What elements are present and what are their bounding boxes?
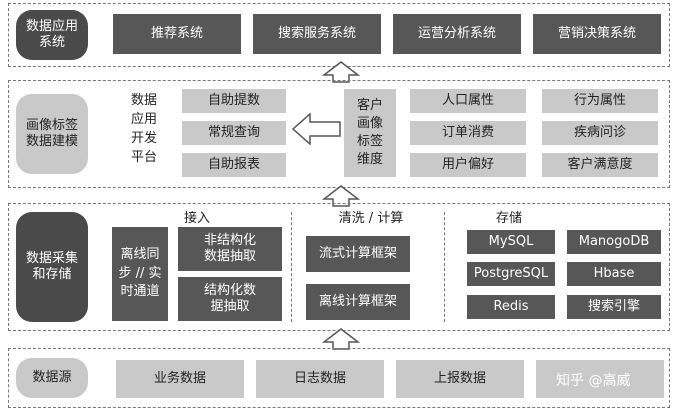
- recommend-system-box: 推荐系统: [113, 14, 241, 54]
- stream-compute-box: 流式计算框架: [306, 236, 410, 272]
- behavior-attribute-box: 行为属性: [542, 89, 658, 113]
- regular-query-box: 常规查询: [182, 121, 286, 145]
- source-layer: [8, 348, 670, 408]
- self-service-report-box: 自助报表: [182, 153, 286, 177]
- redis-box: Redis: [467, 295, 555, 319]
- profile-layer-label: 画像标签 数据建模: [16, 94, 88, 174]
- search-service-box: 搜索服务系统: [253, 14, 381, 54]
- ingest-heading: 接入: [183, 211, 210, 226]
- hbase-box: Hbase: [567, 262, 661, 286]
- user-preference-box: 用户偏好: [410, 153, 526, 177]
- offline-compute-box: 离线计算框架: [306, 284, 410, 320]
- reported-data-box: 上报数据: [396, 360, 524, 398]
- divider-line: [444, 212, 445, 322]
- disease-consultation-box: 疾病问诊: [542, 121, 658, 145]
- storage-heading: 存储: [495, 211, 522, 226]
- application-layer-label: 数据应用 系统: [16, 10, 88, 60]
- unstructured-extract-box: 非结构化 数据抽取: [178, 227, 282, 271]
- manogodb-box: ManogoDB: [567, 230, 661, 254]
- demographic-attribute-box: 人口属性: [410, 89, 526, 113]
- up-arrow-icon: [322, 61, 360, 83]
- source-layer-label: 数据源: [16, 358, 88, 398]
- up-arrow-icon: [322, 185, 360, 207]
- customer-satisfaction-box: 客户满意度: [542, 153, 658, 177]
- structured-extract-box: 结构化数 据抽取: [178, 277, 282, 321]
- left-arrow-icon: [292, 113, 341, 145]
- order-consumption-box: 订单消费: [410, 121, 526, 145]
- operation-analysis-box: 运营分析系统: [393, 14, 521, 54]
- dev-platform-label: 数据 应用 开发 平台: [130, 93, 157, 165]
- offline-realtime-channel-box: 离线同 步 // 实 时通道: [112, 227, 168, 321]
- customer-tag-dimension-box: 客户 画像 标签 维度: [344, 89, 396, 177]
- collection-layer-label: 数据采集 和存储: [16, 212, 88, 322]
- watermark: 知乎 @高威: [556, 373, 631, 389]
- marketing-decision-box: 营销决策系统: [533, 14, 661, 54]
- business-data-box: 业务数据: [116, 360, 244, 398]
- self-service-extract-box: 自助提数: [182, 89, 286, 113]
- mysql-box: MySQL: [467, 230, 555, 254]
- up-arrow-icon: [322, 328, 360, 350]
- blank-source-box: [536, 360, 664, 398]
- search-engine-box: 搜索引擎: [567, 295, 661, 319]
- divider-line: [291, 212, 292, 322]
- log-data-box: 日志数据: [256, 360, 384, 398]
- compute-heading: 清洗 / 计算: [338, 211, 404, 226]
- postgresql-box: PostgreSQL: [467, 262, 555, 286]
